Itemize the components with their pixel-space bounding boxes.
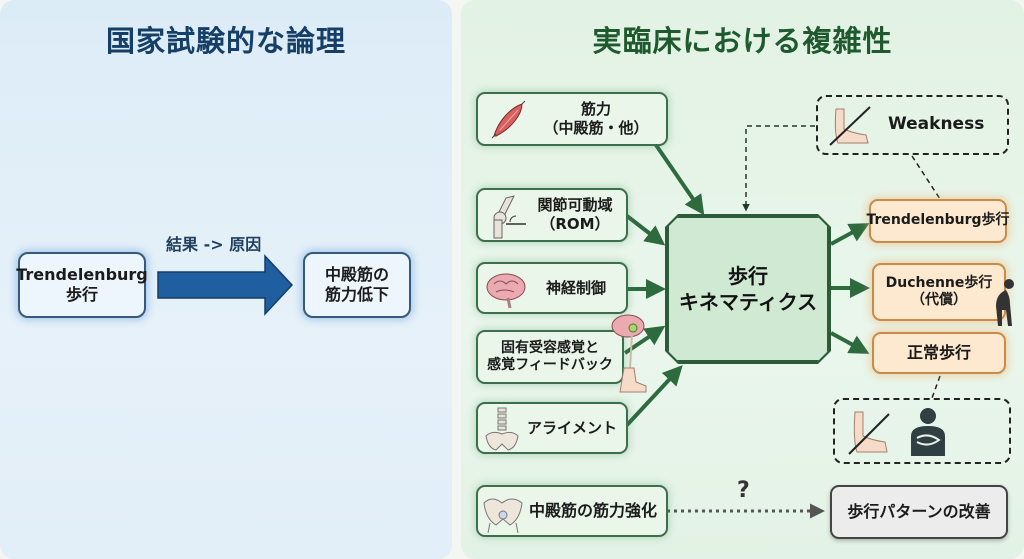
muscle-icon [491, 100, 526, 139]
outcome-trendelenburg-box: Trendelenburg歩行 [866, 199, 1010, 243]
factor-neuro-control-box: 神経制御 [476, 262, 628, 314]
arrow-center-to-normal [830, 331, 870, 354]
trendelenburg-gait-line2: 歩行 [65, 285, 98, 304]
factor-proprio-line1: 固有受容感覚と [501, 339, 599, 356]
gait-pattern-improvement-box: 歩行パターンの改善 [830, 485, 1008, 539]
outcome-normal-label: 正常歩行 [906, 343, 971, 362]
factor-neuro-line1: 神経制御 [545, 278, 606, 297]
gait-pattern-improvement-label: 歩行パターンの改善 [847, 502, 991, 521]
person-arms-crossed-icon [911, 408, 945, 456]
arrow-center-to-trendelenburg [830, 223, 870, 246]
gluteus-strengthening-box: 中殿筋の筋力強化 [476, 485, 668, 537]
uncertain-effect-question-mark: ? [737, 478, 750, 503]
knee-joint-icon [493, 195, 526, 239]
trendelenburg-gait-box: Trendelenburg 歩行 [16, 252, 148, 318]
factor-rom-line1: 関節可動域 [537, 196, 613, 215]
crossed-foot-icon [829, 106, 871, 146]
factor-rom-line2: （ROM） [540, 215, 610, 233]
arrow-muscle-to-center [654, 143, 705, 216]
factor-muscle-strength-box: 筋力 （中殿筋・他） [476, 92, 668, 146]
factor-proprioception-box: 固有受容感覚と 感覚フィードバック [476, 330, 624, 384]
brain-foot-icon [611, 314, 647, 393]
leaning-person-icon [996, 279, 1014, 326]
factor-alignment-line1: アライメント [526, 418, 617, 437]
factor-rom-box: 関節可動域 （ROM） [476, 188, 628, 242]
factor-proprio-line2: 感覚フィードバック [487, 357, 613, 373]
dashed-weakness-to-center [742, 125, 815, 212]
weakness-label: Weakness [888, 114, 985, 134]
center-line2: キネマティクス [678, 290, 818, 314]
spine-pelvis-icon [485, 407, 519, 451]
factor-muscle-line1: 筋力 [580, 100, 611, 119]
outcome-duchenne-line1: Duchenne歩行 [885, 274, 993, 291]
gluteus-medius-weakness-line1: 中殿筋の [324, 265, 389, 284]
dashed-normal-to-compensation [931, 375, 941, 399]
gait-kinematics-center-box: 歩行 キネマティクス [667, 216, 829, 362]
brain-icon [486, 273, 526, 309]
arrow-alignment-to-center [625, 365, 683, 427]
factor-muscle-line2: （中殿筋・他） [543, 119, 649, 137]
dashed-weakness-to-trendelenburg [911, 155, 941, 200]
weakness-dashed-box: Weakness [816, 95, 1009, 155]
trendelenburg-gait-line1: Trendelenburg [16, 265, 148, 284]
pelvis-icon [483, 498, 523, 533]
outcome-normal-box: 正常歩行 [872, 332, 1006, 374]
gluteus-strengthening-label: 中殿筋の筋力強化 [528, 501, 657, 520]
compensation-dashed-box [833, 398, 1011, 464]
effect-to-cause-arrow [157, 254, 294, 316]
big-right-arrow-icon [157, 254, 294, 316]
left-panel-title: 国家試験的な論理 [105, 24, 346, 58]
gluteus-medius-weakness-box: 中殿筋の 筋力低下 [303, 252, 411, 318]
outcome-duchenne-line2: （代償） [911, 292, 967, 308]
outcome-duchenne-box: Duchenne歩行 （代償） [872, 263, 1006, 321]
arrow-rom-to-center [625, 214, 666, 246]
center-line1: 歩行 [727, 264, 768, 288]
right-panel-title: 実臨床における複雑性 [592, 24, 893, 58]
factor-alignment-box: アライメント [476, 402, 628, 454]
crossed-foot-icon [848, 411, 890, 455]
effect-to-cause-label: 結果 -> 原因 [166, 235, 262, 254]
outcome-trendelenburg-label: Trendelenburg歩行 [866, 212, 1010, 229]
gluteus-medius-weakness-line2: 筋力低下 [324, 285, 389, 304]
